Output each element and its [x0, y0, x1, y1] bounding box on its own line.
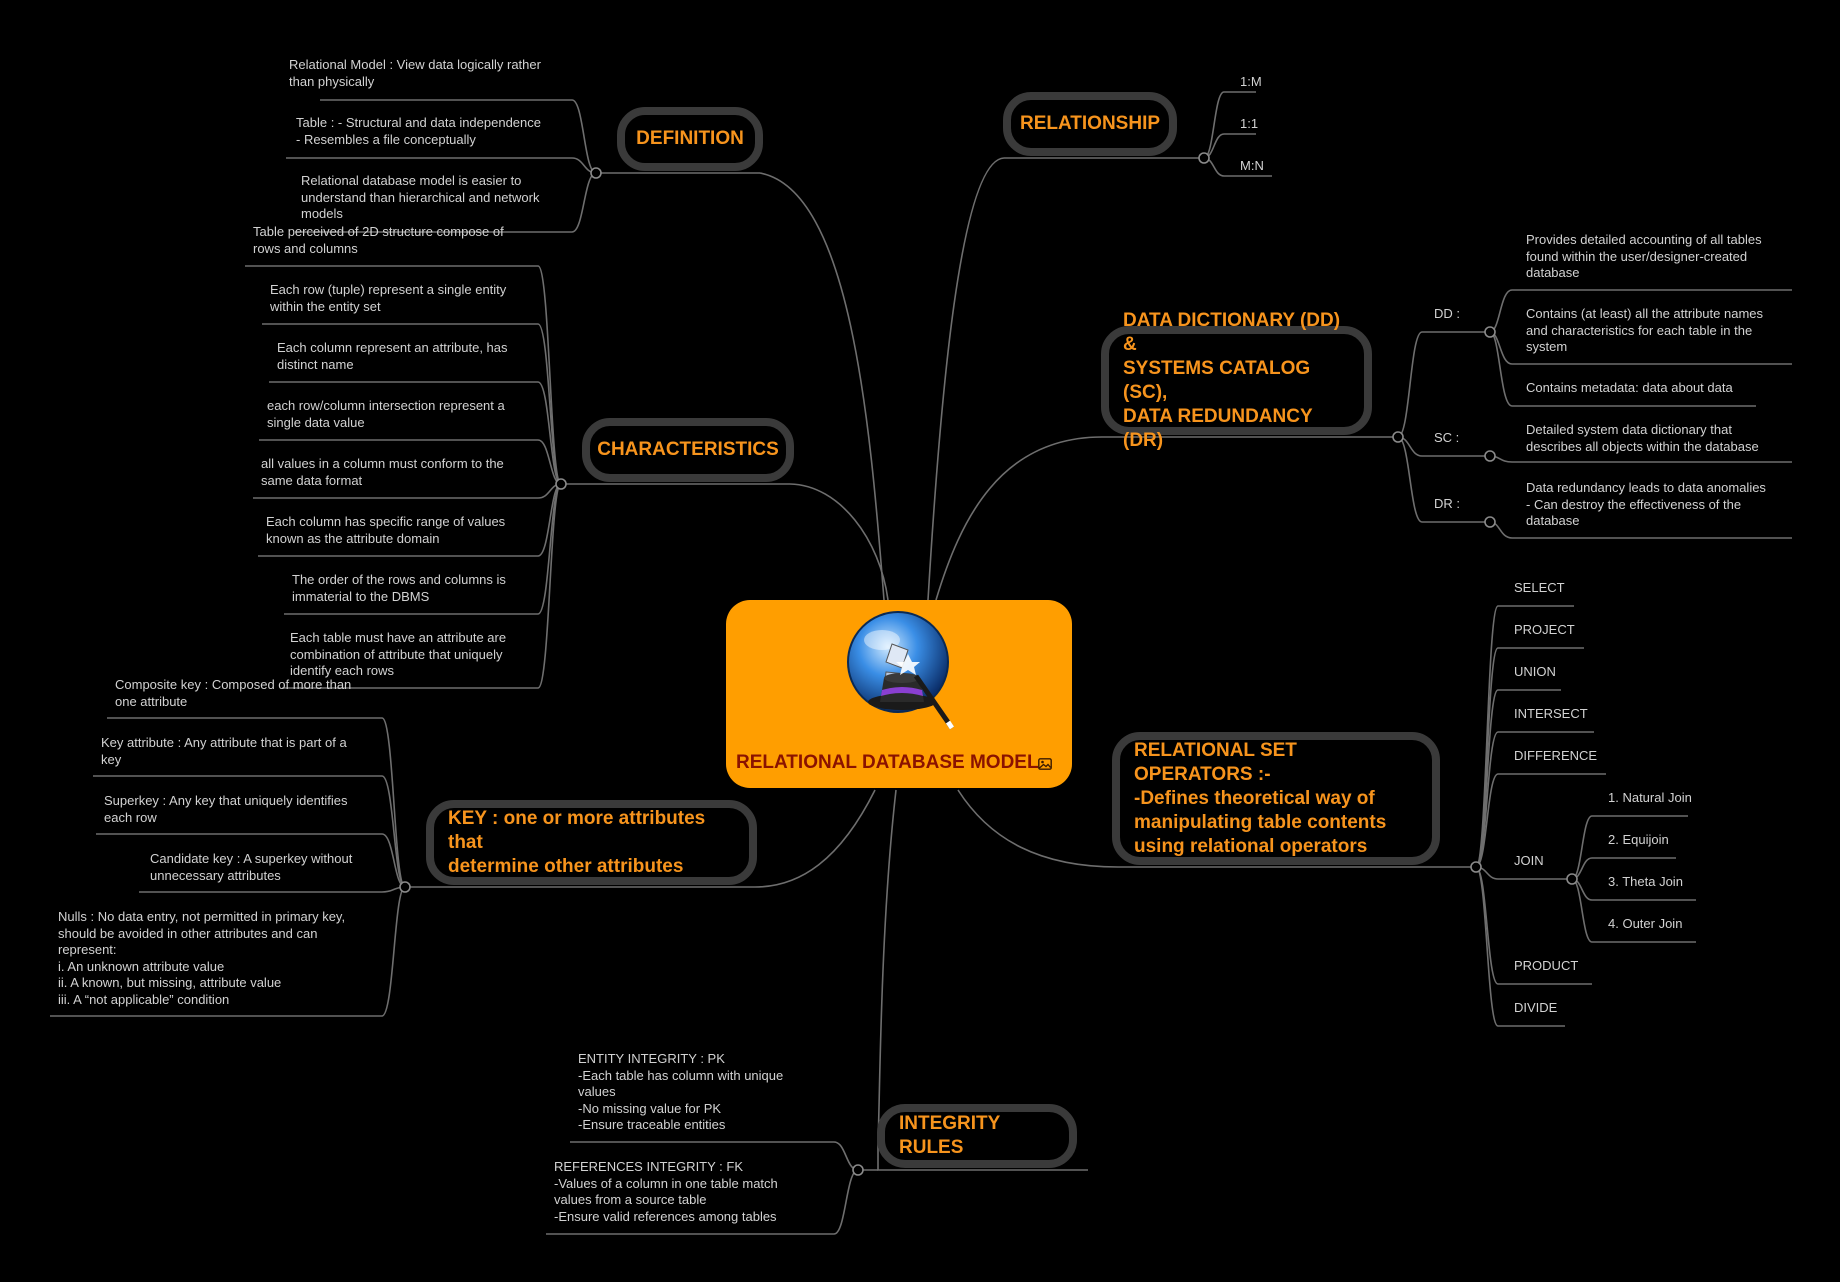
operator-item: PROJECT — [1514, 622, 1575, 637]
definition-item: Table : - Structural and data independen… — [296, 115, 542, 147]
characteristics-item: Each column represent an attribute, has … — [277, 340, 508, 372]
relationship-item: M:N — [1240, 158, 1264, 173]
integrity-item: REFERENCES INTEGRITY : FK -Values of a c… — [554, 1159, 778, 1224]
join-type-item: 4. Outer Join — [1608, 916, 1683, 931]
characteristics-item: Each column has specific range of values… — [266, 514, 506, 546]
dd-item: Provides detailed accounting of all tabl… — [1526, 232, 1762, 280]
relationship-item: 1:M — [1240, 74, 1262, 89]
characteristics-item: all values in a column must conform to t… — [261, 456, 504, 488]
central-title: RELATIONAL DATABASE MODEL — [736, 752, 1039, 773]
operator-item: DIVIDE — [1514, 1000, 1558, 1015]
join-type-item: 2. Equijoin — [1608, 832, 1669, 847]
topic-data-dictionary[interactable]: DATA DICTIONARY (DD) & SYSTEMS CATALOG (… — [1101, 310, 1372, 451]
central-topic[interactable]: RELATIONAL DATABASE MODEL — [726, 600, 1072, 788]
topic-key[interactable]: KEY : one or more attributes that determ… — [426, 800, 757, 885]
dd-item: Contains (at least) all the attribute na… — [1526, 306, 1764, 354]
key-item: Superkey : Any key that uniquely identif… — [104, 793, 348, 825]
operator-item: INTERSECT — [1514, 706, 1588, 721]
key-item: Key attribute : Any attribute that is pa… — [101, 735, 347, 767]
operator-item: PRODUCT — [1514, 958, 1579, 973]
key-item: Nulls : No data entry, not permitted in … — [58, 909, 346, 1007]
integrity-item: ENTITY INTEGRITY : PK -Each table has co… — [578, 1051, 784, 1132]
topic-definition[interactable]: DEFINITION — [617, 107, 763, 171]
key-item: Candidate key : A superkey without unnec… — [150, 851, 353, 883]
topic-integrity-rules[interactable]: INTEGRITY RULES — [877, 1104, 1077, 1168]
characteristics-item: The order of the rows and columns is imm… — [292, 572, 506, 604]
operator-item: DIFFERENCE — [1514, 748, 1598, 763]
characteristics-item: Each table must have an attribute are co… — [290, 630, 507, 678]
join-type-item: 1. Natural Join — [1608, 790, 1692, 805]
magic-hat-globe-icon — [847, 611, 955, 730]
dd-group-label: DD : — [1434, 306, 1460, 321]
topic-relationship[interactable]: RELATIONSHIP — [1003, 92, 1177, 156]
definition-item: Relational Model : View data logically r… — [289, 57, 541, 89]
dr-item: Data redundancy leads to data anomalies … — [1526, 480, 1766, 528]
dd-item: Contains metadata: data about data — [1526, 380, 1733, 395]
key-item: Composite key : Composed of more than on… — [115, 677, 352, 709]
relationship-item: 1:1 — [1240, 116, 1259, 131]
image-icon[interactable] — [1038, 758, 1052, 770]
topic-characteristics[interactable]: CHARACTERISTICS — [582, 418, 794, 482]
characteristics-item: each row/column intersection represent a… — [267, 398, 505, 430]
sc-group-label: SC : — [1434, 430, 1460, 445]
characteristics-item: Table perceived of 2D structure compose … — [253, 224, 504, 256]
operator-item: UNION — [1514, 664, 1556, 679]
operator-item: JOIN — [1514, 853, 1544, 868]
sc-item: Detailed system data dictionary that des… — [1526, 422, 1759, 454]
topic-relational-set-operators[interactable]: RELATIONAL SET OPERATORS :- -Defines the… — [1112, 732, 1440, 865]
characteristics-item: Each row (tuple) represent a single enti… — [270, 282, 507, 314]
definition-item: Relational database model is easier to u… — [301, 173, 540, 221]
dr-group-label: DR : — [1434, 496, 1460, 511]
operator-item: SELECT — [1514, 580, 1565, 595]
join-type-item: 3. Theta Join — [1608, 874, 1683, 889]
